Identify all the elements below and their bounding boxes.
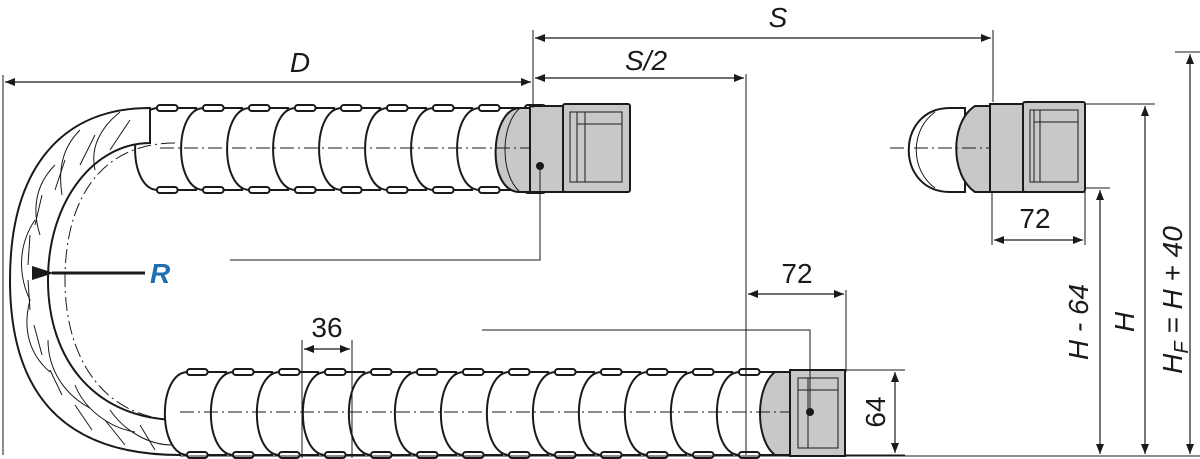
- lower-chain-link: [670, 368, 734, 459]
- dimension-H: H: [1085, 103, 1155, 454]
- lower-chain-link: [256, 368, 320, 459]
- label-HF-main: H: [1157, 353, 1188, 374]
- upper-chain-link: [226, 104, 290, 194]
- lower-end-bracket: [759, 369, 846, 457]
- lower-chain-link: [440, 368, 504, 459]
- dimension-HF: HF = H + 40: [1157, 51, 1200, 454]
- dimension-end-length-top: 72: [991, 192, 1086, 245]
- label-HF: HF = H + 40: [1157, 226, 1193, 374]
- lower-pivot-dot: [806, 408, 814, 416]
- dimension-end-height: 64: [846, 369, 905, 456]
- dimension-R: R: [32, 258, 171, 289]
- label-S: S: [769, 2, 788, 33]
- leader-lower-pivot: [482, 329, 811, 410]
- dimension-H-minus: H - 64: [1063, 187, 1110, 454]
- label-end-length-bottom: 72: [781, 258, 812, 289]
- chain-bend: [8, 106, 181, 457]
- dimension-pitch: 36: [301, 312, 353, 458]
- dimension-S: S: [532, 2, 994, 108]
- label-H: H: [1109, 311, 1140, 332]
- lower-chain-link: [578, 368, 642, 459]
- upper-pivot-dot: [536, 162, 544, 170]
- lower-chain-link: [394, 368, 458, 459]
- lower-chain-link: [302, 368, 366, 459]
- label-S-half: S/2: [625, 45, 667, 76]
- label-end-length-top: 72: [1019, 203, 1050, 234]
- label-HF-rest: = H + 40: [1157, 226, 1188, 342]
- dimension-D: D: [2, 47, 531, 455]
- label-R: R: [150, 258, 171, 289]
- lower-run: [164, 368, 780, 459]
- label-H-minus: H - 64: [1063, 284, 1094, 360]
- dimension-end-length-bottom: 72: [748, 258, 847, 372]
- leader-upper-pivot: [230, 168, 541, 261]
- lower-chain-link: [164, 368, 228, 459]
- label-D: D: [290, 47, 310, 78]
- upper-chain-link: [318, 104, 382, 194]
- label-pitch: 36: [311, 312, 342, 343]
- upper-end-bracket: [494, 103, 631, 193]
- right-end-bracket: [890, 101, 1086, 193]
- upper-chain-link: [410, 104, 474, 194]
- label-end-height: 64: [860, 396, 891, 427]
- label-HF-sub: F: [1171, 340, 1193, 354]
- dimension-S-half: S/2: [535, 45, 747, 455]
